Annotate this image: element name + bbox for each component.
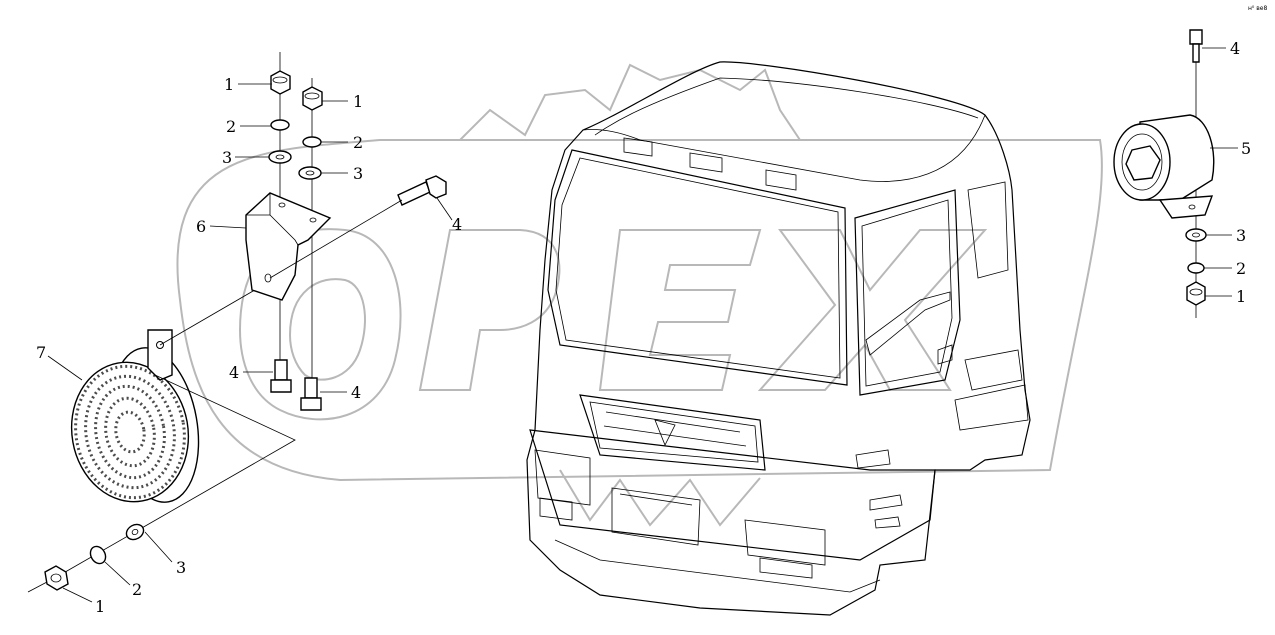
callout-right-washer: 3 [1236,226,1246,245]
callout-right-nut: 1 [1236,287,1246,306]
callout-right-lock-washer: 2 [1236,259,1246,278]
right-horn-assembly [1113,29,1215,318]
watermark-logo [176,63,1103,527]
lock-washer-left [89,545,107,565]
callout-left-horn: 7 [36,343,46,362]
callout-right-horn: 5 [1241,139,1251,158]
truck-cab [526,61,1031,616]
washer-left [125,523,145,541]
callout-bracket-nut-a: 1 [224,75,234,94]
callout-bracket-bolt-b: 4 [351,383,361,402]
callout-bracket-nut-b: 1 [353,92,363,111]
callout-bracket-bolt-side: 4 [452,215,462,234]
corner-code: н⁰ ве8 [1248,5,1267,12]
callout-labels: 1 1 2 2 3 3 4 6 7 4 4 3 2 1 4 5 3 2 1 н⁰… [36,5,1267,616]
callout-left-lock-washer: 2 [132,580,142,599]
bracket-assembly [245,52,447,411]
mounting-bracket [245,192,332,301]
leader-lines [47,47,1238,603]
horn-left [70,329,200,503]
callout-bracket-lock-washer-a: 2 [226,117,236,136]
callout-bracket-washer-a: 3 [222,148,232,167]
callout-right-bolt: 4 [1230,39,1240,58]
callout-bracket: 6 [196,217,206,236]
horn-right [1113,114,1215,219]
callout-bracket-bolt-a: 4 [229,363,239,382]
callout-left-nut: 1 [95,597,105,616]
callout-bracket-lock-washer-b: 2 [353,133,363,152]
callout-left-washer: 3 [176,558,186,577]
left-horn-assembly [27,279,296,593]
callout-bracket-washer-b: 3 [353,164,363,183]
nut-left [44,565,69,591]
